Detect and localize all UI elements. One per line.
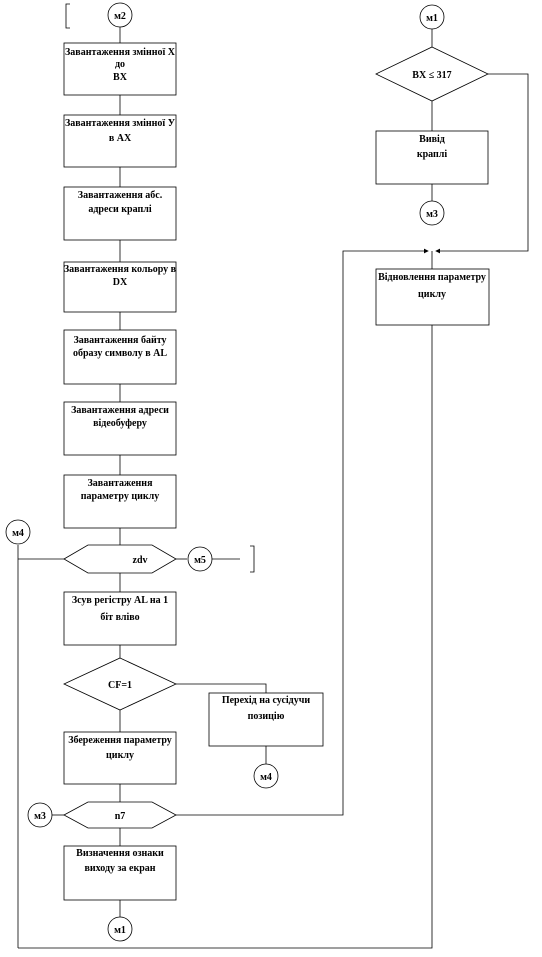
svg-text:DX: DX xyxy=(113,277,128,288)
annotation-bracket-top xyxy=(65,3,70,29)
process-load-abs-address: Завантаження абс. адреси краплі xyxy=(63,186,177,241)
decision-cf-eq-1: CF=1 xyxy=(63,657,177,711)
connector-lines xyxy=(17,3,529,949)
svg-text:м5: м5 xyxy=(194,555,206,566)
process-restore-loop-param: Відновлення параметру циклу xyxy=(375,268,490,326)
flow-line-bottom-return xyxy=(18,325,433,949)
svg-text:BX ≤ 317: BX ≤ 317 xyxy=(412,70,451,81)
process-load-loop-param: Завантаження параметру циклу xyxy=(63,474,177,529)
flow-line-yes xyxy=(176,683,267,693)
svg-text:виходу за екран: виходу за екран xyxy=(84,863,155,874)
svg-text:позицію: позицію xyxy=(248,711,285,722)
process-save-loop-param: Збереження параметру циклу xyxy=(63,731,177,785)
svg-text:Завантаження абс.: Завантаження абс. xyxy=(78,190,163,201)
connector-m4-mid: м4 xyxy=(253,763,279,789)
svg-text:Завантаження адреси: Завантаження адреси xyxy=(71,405,169,416)
flow-line-to-r2 xyxy=(176,248,429,816)
svg-text:відеобуферу: відеобуферу xyxy=(93,418,147,429)
connector-m1-top: м1 xyxy=(419,4,445,30)
svg-text:zdv: zdv xyxy=(133,555,148,566)
process-output-drop: Вивід краплі xyxy=(375,130,489,185)
svg-text:BX: BX xyxy=(113,72,128,83)
process-load-x: Завантаження змінної X до BX xyxy=(63,42,177,96)
svg-text:CF=1: CF=1 xyxy=(108,680,132,691)
svg-text:м2: м2 xyxy=(114,11,126,22)
svg-text:образу символу в AL: образу символу в AL xyxy=(73,348,167,359)
decision-bx-le-317: BX ≤ 317 xyxy=(375,46,489,102)
svg-text:до: до xyxy=(115,59,125,70)
svg-text:м3: м3 xyxy=(426,209,438,220)
svg-text:м4: м4 xyxy=(12,528,24,539)
svg-text:Відновлення параметру: Відновлення параметру xyxy=(378,272,486,283)
svg-text:в AX: в AX xyxy=(109,133,132,144)
svg-text:м4: м4 xyxy=(260,772,272,783)
connector-m2-top: м2 xyxy=(107,2,133,28)
svg-text:Завантаження: Завантаження xyxy=(88,478,154,489)
connector-m5-right: м5 xyxy=(187,546,213,572)
svg-text:Вивід: Вивід xyxy=(419,134,445,145)
process-shift-al: Зсув регістру AL на 1 біт вліво xyxy=(63,591,177,646)
svg-text:параметру циклу: параметру циклу xyxy=(81,491,159,502)
svg-text:Завантаження кольору в: Завантаження кольору в xyxy=(64,264,177,275)
process-load-y: Завантаження змінної У в AX xyxy=(63,114,177,168)
svg-text:Перехід на сусідучи: Перехід на сусідучи xyxy=(222,695,311,706)
flow-line-no xyxy=(435,73,529,254)
svg-text:циклу: циклу xyxy=(418,289,446,300)
svg-text:Визначення ознаки: Визначення ознаки xyxy=(76,848,164,859)
process-next-position: Перехід на сусідучи позицію xyxy=(208,692,324,747)
svg-text:краплі: краплі xyxy=(417,149,448,160)
loop-n7: n7 xyxy=(63,801,177,829)
connector-m3-left: м3 xyxy=(27,802,53,828)
connector-m4-left: м4 xyxy=(5,519,31,545)
svg-text:Завантаження змінної X: Завантаження змінної X xyxy=(65,47,176,58)
process-load-symbol-byte: Завантаження байту образу символу в AL xyxy=(63,329,177,385)
svg-text:м1: м1 xyxy=(426,13,438,24)
svg-text:Завантаження байту: Завантаження байту xyxy=(73,335,166,346)
process-load-color: Завантаження кольору в DX xyxy=(63,261,177,313)
svg-text:Завантаження змінної У: Завантаження змінної У xyxy=(65,118,176,129)
process-load-videobuffer: Завантаження адреси відеобуферу xyxy=(63,401,177,456)
svg-text:м1: м1 xyxy=(114,925,126,936)
connector-m1-bottom: м1 xyxy=(107,916,133,942)
annotation-bracket-mid xyxy=(250,545,255,573)
loop-zdv: zdv xyxy=(63,544,177,574)
process-screen-exit-check: Визначення ознаки виходу за екран xyxy=(63,845,177,901)
svg-text:адреси краплі: адреси краплі xyxy=(88,204,151,215)
connector-m3-right: м3 xyxy=(419,200,445,226)
svg-text:n7: n7 xyxy=(115,811,126,822)
svg-text:Збереження параметру: Збереження параметру xyxy=(68,735,172,746)
svg-text:Зсув регістру AL на 1: Зсув регістру AL на 1 xyxy=(72,595,168,606)
svg-text:м3: м3 xyxy=(34,811,46,822)
svg-text:біт вліво: біт вліво xyxy=(100,612,139,623)
svg-text:циклу: циклу xyxy=(106,750,134,761)
